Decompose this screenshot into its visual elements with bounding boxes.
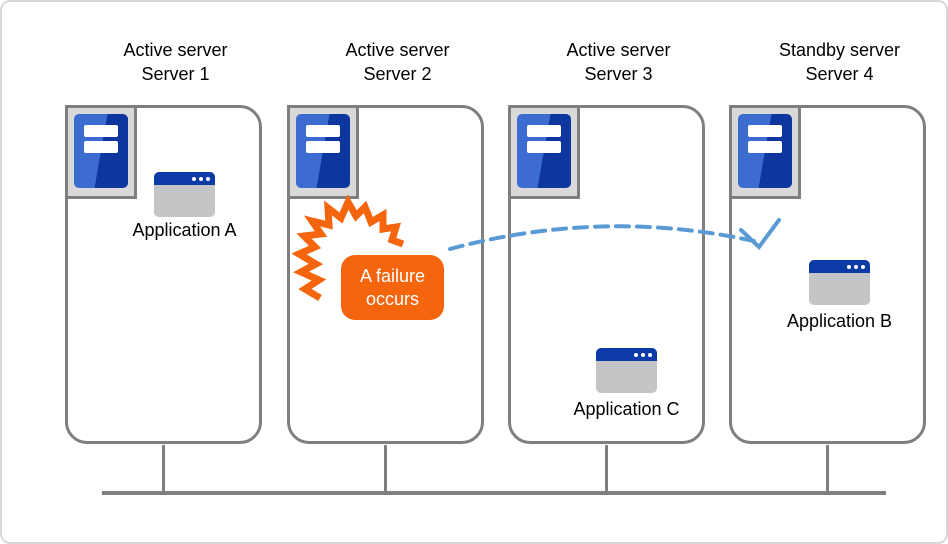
server1-name: Server 1 (141, 64, 210, 84)
application-window-icon (596, 348, 657, 393)
application-titlebar (596, 348, 657, 361)
server1-role: Active server (123, 40, 228, 60)
server3-header: Active server Server 3 (520, 38, 717, 86)
server-tower-icon (729, 105, 801, 199)
server-tower-icon (508, 105, 580, 199)
server-tower-body (74, 114, 128, 188)
server2-role: Active server (345, 40, 450, 60)
application-window-icon (154, 172, 215, 217)
network-connector (826, 445, 829, 493)
application-titlebar (154, 172, 215, 185)
server4-role: Standby server (778, 40, 901, 60)
network-connector (162, 445, 165, 493)
server4-header: Standby server Server 4 (741, 38, 938, 86)
application-titlebar (809, 260, 870, 273)
network-bus-line (102, 491, 886, 495)
network-connector (384, 445, 387, 493)
application-a-label: Application A (132, 220, 237, 240)
explosion-burst-icon (292, 194, 405, 302)
server-tower-body (738, 114, 792, 188)
server-tower-body (517, 114, 571, 188)
server2-name: Server 2 (363, 64, 432, 84)
application-b-label: Application B (786, 311, 893, 331)
server3-box: Application C (508, 105, 705, 444)
server3-role: Active server (566, 40, 671, 60)
server4-box: Application B (729, 105, 926, 444)
server-tower-body (296, 114, 350, 188)
server1-box: Application A (65, 105, 262, 444)
application-c-label: Application C (573, 399, 680, 419)
failure-callout: A failure occurs (341, 255, 444, 320)
server2-header: Active server Server 2 (299, 38, 496, 86)
server-tower-icon (65, 105, 137, 199)
server2-box (287, 105, 484, 444)
application-window-icon (809, 260, 870, 305)
server1-header: Active server Server 1 (77, 38, 274, 86)
server3-name: Server 3 (584, 64, 653, 84)
server-tower-icon (287, 105, 359, 199)
network-connector (605, 445, 608, 493)
server4-name: Server 4 (805, 64, 874, 84)
